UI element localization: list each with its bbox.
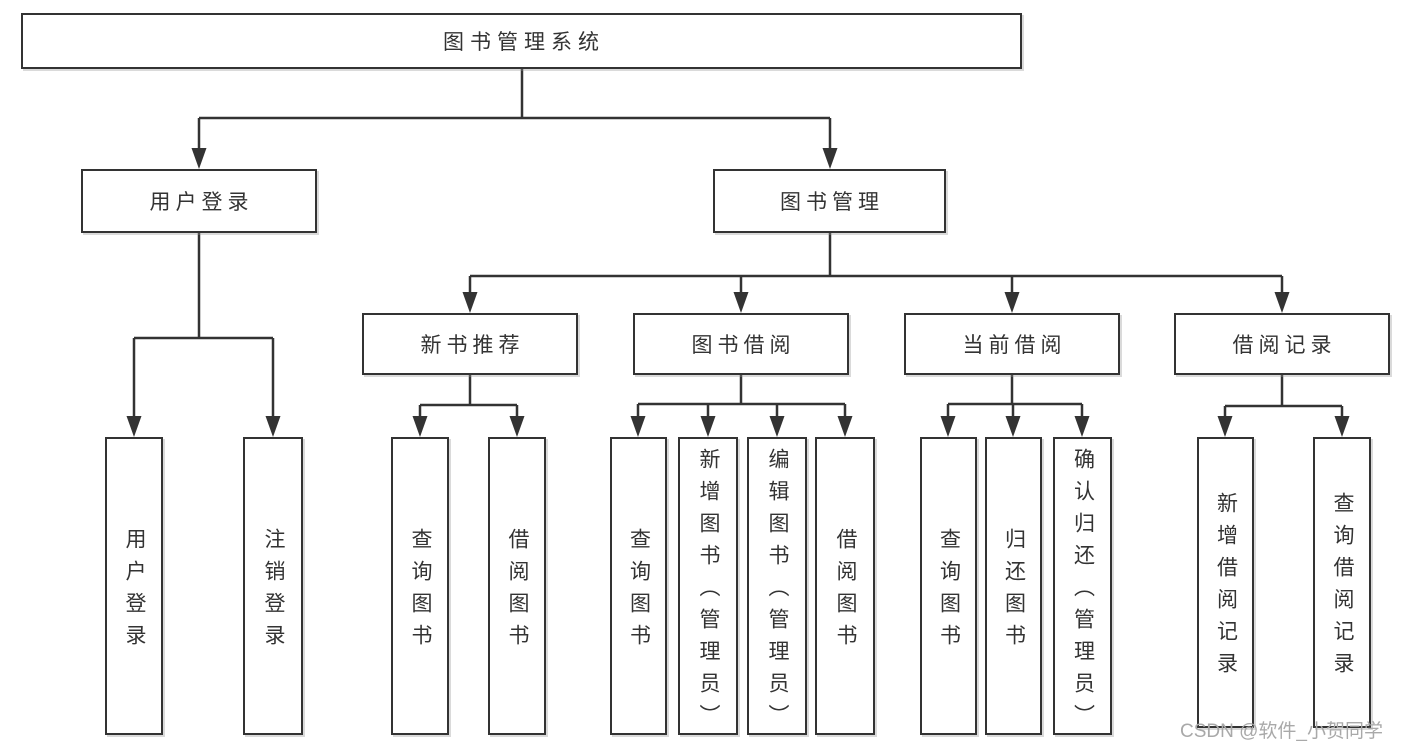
node-label: 借阅记录 <box>1232 334 1337 357</box>
leaf-borrow-book: 借阅图书 <box>815 437 875 735</box>
leaf-query-book-borrow: 查询图书 <box>610 437 667 735</box>
connector-mgmt-to-level3 <box>468 233 1284 295</box>
leaf-label: 编辑图书（管理员） <box>766 447 789 736</box>
leaf-label: 借阅图书 <box>506 527 529 656</box>
leaf-user-login: 用户登录 <box>105 437 163 735</box>
leaf-query-book-current: 查询图书 <box>920 437 977 735</box>
leaf-query-borrow-record: 查询借阅记录 <box>1313 437 1371 728</box>
leaf-label: 新增图书（管理员） <box>697 447 720 736</box>
node-book-management: 图书管理 <box>713 169 946 233</box>
node-current-borrow: 当前借阅 <box>904 313 1120 375</box>
node-user-login: 用户登录 <box>81 169 317 233</box>
connector-root-to-level2 <box>197 69 832 151</box>
leaf-label: 归还图书 <box>1002 527 1026 656</box>
leaf-add-borrow-record: 新增借阅记录 <box>1197 437 1254 728</box>
leaf-label: 用户登录 <box>123 527 146 656</box>
node-label: 用户登录 <box>149 191 254 214</box>
leaf-label: 查询借阅记录 <box>1331 492 1354 684</box>
leaf-confirm-return-admin: 确认归还（管理员） <box>1053 437 1112 736</box>
leaf-label: 注销登录 <box>262 527 285 656</box>
node-label: 图书管理 <box>780 191 884 214</box>
node-label: 图书借阅 <box>691 334 796 357</box>
leaf-add-book-admin: 新增图书（管理员） <box>678 437 738 736</box>
connector-current-to-leaves <box>946 375 1084 419</box>
leaf-logout: 注销登录 <box>243 437 303 735</box>
leaf-edit-book-admin: 编辑图书（管理员） <box>747 437 807 736</box>
node-book-borrow: 图书借阅 <box>633 313 849 375</box>
leaf-label: 借阅图书 <box>834 527 857 656</box>
leaf-label: 查询图书 <box>409 527 432 656</box>
node-label: 图书管理系统 <box>443 31 605 54</box>
leaf-label: 确认归还（管理员） <box>1071 447 1095 736</box>
node-library-management-system: 图书管理系统 <box>21 13 1022 69</box>
connector-borrow-to-leaves <box>636 375 847 419</box>
connector-login-to-leaves <box>132 233 275 419</box>
leaf-label: 新增借阅记录 <box>1214 492 1238 684</box>
leaf-label: 查询图书 <box>937 527 961 656</box>
connector-recommend-to-leaves <box>418 375 519 419</box>
connector-records-to-leaves <box>1223 375 1344 419</box>
leaf-query-book-recommend: 查询图书 <box>391 437 449 735</box>
node-label: 新书推荐 <box>420 334 525 357</box>
leaf-label: 查询图书 <box>627 527 651 656</box>
leaf-borrow-book-recommend: 借阅图书 <box>488 437 546 735</box>
leaf-return-book: 归还图书 <box>985 437 1042 735</box>
node-label: 当前借阅 <box>962 334 1067 357</box>
node-borrow-records: 借阅记录 <box>1174 313 1390 375</box>
csdn-watermark: CSDN @软件_小贺同学 <box>1180 721 1383 742</box>
node-new-book-recommend: 新书推荐 <box>362 313 578 375</box>
